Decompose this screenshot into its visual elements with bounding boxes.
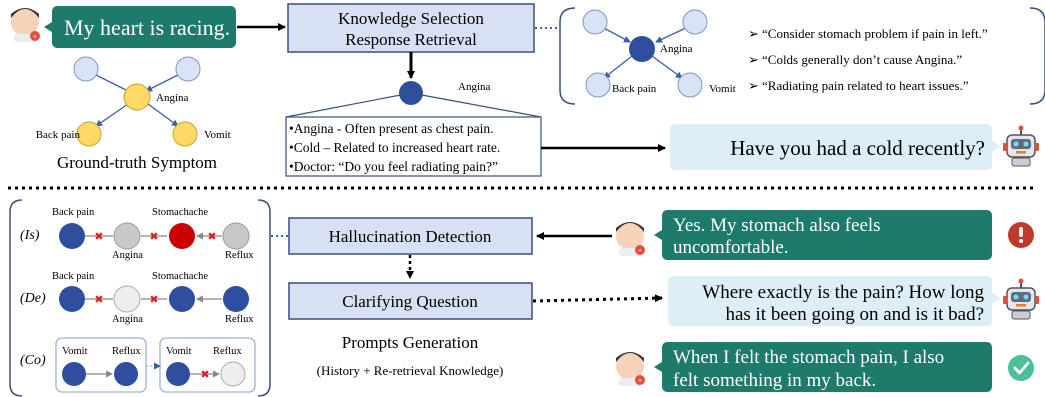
gt-node-vomit <box>172 121 198 147</box>
robot-icon <box>1003 125 1039 167</box>
row-is-node-4 <box>222 222 250 250</box>
selection-line-1: Knowledge Selection <box>338 9 484 28</box>
right-point-1: “Consider stomach problem if pain in lef… <box>762 26 988 41</box>
right-point-2-arrow: ➢ <box>748 52 759 67</box>
bot-question-bubble-2: Where exactly is the pain? How long has … <box>668 276 1000 326</box>
retrieved-node-label: Angina <box>458 81 491 93</box>
clarifying-question-label: Clarifying Question <box>342 292 478 311</box>
row-co-label-b: Reflux <box>112 346 141 357</box>
retrieved-knowledge-callout: Angina •Angina - Often present as chest … <box>285 81 542 177</box>
right-point-3-arrow: ➢ <box>748 78 759 93</box>
rg-label-back-pain: Back pain <box>612 83 657 95</box>
rg-node-top-left <box>582 9 608 35</box>
svg-text:+: + <box>638 246 643 255</box>
gt-label-angina: Angina <box>156 92 189 104</box>
user-avatar-icon-2: + <box>616 222 645 256</box>
row-co-node-2 <box>114 362 138 386</box>
row-de-label-d: Reflux <box>225 314 254 325</box>
rg-node-angina <box>629 36 655 62</box>
dotted-arrow-to-bot <box>532 294 663 303</box>
check-icon <box>1008 355 1034 381</box>
row-de-label-a: Back pain <box>52 271 95 282</box>
hallucination-types-panel: (Is) Back pain Stomachache Angina Reflux… <box>9 199 271 397</box>
bot-question: Have you had a cold recently? <box>730 136 985 160</box>
row-de-node-2 <box>113 285 141 313</box>
row-is-node-2 <box>113 222 141 250</box>
row-co-label-d: Reflux <box>213 346 242 357</box>
row-is-label-b: Stomachache <box>152 207 208 218</box>
row-co-label-a: Vomit <box>62 346 88 357</box>
user-reply-2-line-1: When I felt the stomach pain, I also <box>673 347 944 368</box>
svg-text:✖: ✖ <box>207 231 216 243</box>
ground-truth-graph: Angina Back pain Vomit Ground-truth Symp… <box>36 56 231 172</box>
row-is-node-3 <box>169 223 195 249</box>
row-co-tag: (Co) <box>20 353 46 368</box>
rg-node-back-pain <box>585 72 611 98</box>
svg-text:✖: ✖ <box>200 369 209 381</box>
row-de-node-4 <box>223 286 249 312</box>
user-reply-1-line-2: uncomfortable. <box>673 237 789 258</box>
row-co-node-4 <box>220 361 246 387</box>
gt-node-top-right <box>175 56 201 82</box>
right-point-1-arrow: ➢ <box>748 26 759 41</box>
knowledge-line-2: •Cold – Related to increased heart rate. <box>289 140 500 155</box>
row-co-label-c: Vomit <box>166 346 192 357</box>
svg-text:✖: ✖ <box>94 231 103 243</box>
row-co-node-3 <box>166 362 190 386</box>
user-reply-bubble-1: Yes. My stomach also feels uncomfortable… <box>654 210 992 260</box>
rg-node-vomit <box>677 72 703 98</box>
row-is-label-c: Angina <box>112 250 143 261</box>
knowledge-selection-box: Knowledge Selection Response Retrieval <box>287 3 535 53</box>
row-de-label-c: Angina <box>112 314 143 325</box>
row-is-node-1 <box>59 223 85 249</box>
row-de-node-1 <box>59 286 85 312</box>
svg-text:✖: ✖ <box>94 294 103 306</box>
rg-node-top-right <box>682 9 708 35</box>
row-is-tag: (Is) <box>20 228 40 243</box>
gt-node-top-left <box>73 56 99 82</box>
row-de-node-3 <box>169 286 195 312</box>
gt-label-vomit: Vomit <box>204 129 231 141</box>
user-reply-2-line-2: felt something in my back. <box>673 370 876 391</box>
row-de-tag: (De) <box>20 291 46 306</box>
hallucination-detection-label: Hallucination Detection <box>329 227 492 246</box>
bot-question-2-line-2: has it been going on and is it bad? <box>725 304 984 325</box>
gt-node-back-pain <box>76 121 102 147</box>
user-avatar-icon: + <box>11 8 40 42</box>
row-is-label-a: Back pain <box>52 207 95 218</box>
user-reply-bubble-2: When I felt the stomach pain, I also fel… <box>654 342 992 392</box>
hallucination-detection-box: Hallucination Detection <box>288 217 533 255</box>
svg-text:+: + <box>33 32 38 41</box>
right-point-3: “Radiating pain related to heart issues.… <box>762 78 969 93</box>
knowledge-line-1: •Angina - Often present as chest pain. <box>289 121 494 136</box>
right-point-2: “Colds generally don’t cause Angina.” <box>762 52 962 67</box>
row-co-node-1 <box>62 362 86 386</box>
rg-label-angina: Angina <box>660 43 693 55</box>
row-de-label-b: Stomachache <box>152 271 208 282</box>
knowledge-line-3: •Doctor: “Do you feel radiating pain?” <box>289 159 498 174</box>
svg-text:+: + <box>638 376 643 385</box>
row-is-label-d: Reflux <box>225 250 254 261</box>
rg-label-vomit: Vomit <box>709 83 736 95</box>
bot-question-2-line-1: Where exactly is the pain? How long <box>702 282 984 303</box>
prompts-subtitle: (History + Re-retrieval Knowledge) <box>317 363 504 378</box>
clarifying-question-box: Clarifying Question <box>288 282 533 320</box>
gt-node-angina <box>123 83 151 111</box>
gt-label-back-pain: Back pain <box>36 129 81 141</box>
user-message: My heart is racing. <box>64 15 230 40</box>
right-knowledge-graph: Angina Back pain Vomit ➢ “Consider stoma… <box>559 7 1045 105</box>
alert-icon <box>1008 222 1034 248</box>
robot-icon-2 <box>1003 278 1039 320</box>
svg-text:✖: ✖ <box>149 294 158 306</box>
user-message-bubble: My heart is racing. <box>44 6 236 48</box>
prompts-title: Prompts Generation <box>342 333 479 352</box>
user-reply-1-line-1: Yes. My stomach also feels <box>673 215 881 236</box>
gt-caption: Ground-truth Symptom <box>57 153 217 172</box>
svg-text:✖: ✖ <box>149 231 158 243</box>
selection-line-2: Response Retrieval <box>345 30 477 49</box>
bot-question-bubble: Have you had a cold recently? <box>670 124 1000 170</box>
user-avatar-icon-3: + <box>616 352 645 386</box>
